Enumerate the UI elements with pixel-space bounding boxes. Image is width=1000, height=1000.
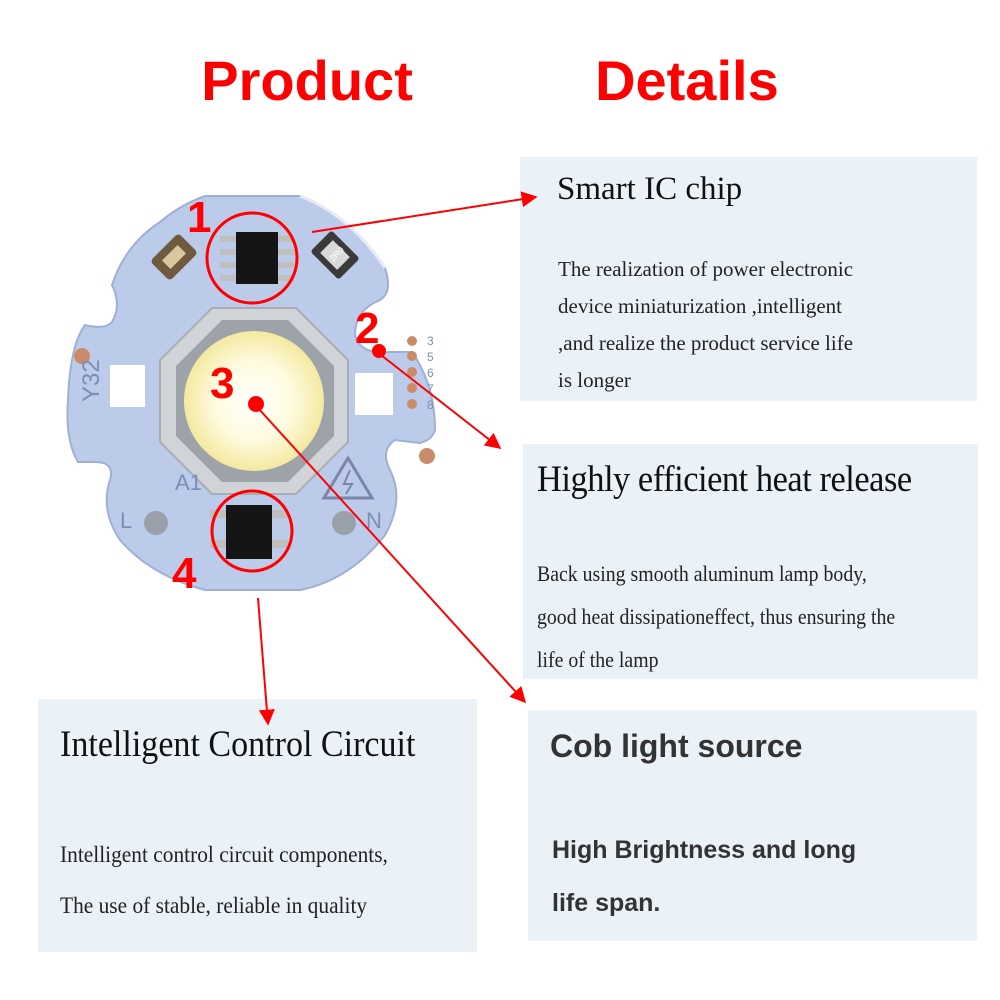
- cob-light-source-heading: Cob light source: [550, 728, 803, 764]
- solder-pads: [74, 336, 435, 535]
- smart-ic-chip: [220, 232, 294, 284]
- cob-light-source-description: High Brightness and long life span.: [552, 836, 857, 917]
- arrow-to-cob-source: [257, 407, 527, 704]
- control-circuit-chip: [210, 505, 288, 559]
- callout-number-4: 4: [172, 549, 197, 598]
- side-mark-5: 8: [427, 398, 434, 412]
- mount-hole-right: [355, 373, 393, 415]
- smd-components: [151, 231, 359, 280]
- side-mark-4: 7: [427, 382, 434, 396]
- callout-number-1: 1: [187, 193, 211, 242]
- control-circuit-panel: Intelligent Control Circuit Intelligent …: [38, 699, 477, 952]
- side-mark-2: 5: [427, 350, 434, 364]
- smart-ic-chip-description: The realization of power electronic devi…: [558, 257, 854, 392]
- arrow-to-ic-chip: [311, 191, 538, 233]
- control-circuit-description: Intelligent control circuit components, …: [60, 842, 388, 918]
- callout-circle-1: [205, 211, 299, 305]
- callout-number-3: 3: [210, 359, 234, 408]
- lightning-icon: [342, 469, 354, 495]
- callout-dot-3: [248, 396, 264, 412]
- page-title: Product Details: [201, 49, 779, 112]
- side-mark-1: 3: [427, 334, 434, 348]
- cob-light-source-panel: Cob light source High Brightness and lon…: [528, 710, 977, 941]
- high-voltage-warning-icon: [321, 455, 375, 500]
- arrow-to-control-circuit: [257, 597, 275, 726]
- board-model-label: Y32: [78, 359, 105, 402]
- callout-circle-4: [210, 489, 294, 573]
- mount-hole-left: [110, 365, 145, 407]
- heat-release-panel: Highly efficient heat release Back using…: [523, 444, 978, 679]
- smart-ic-chip-panel: Smart IC chip The realization of power e…: [520, 157, 977, 401]
- smart-ic-chip-heading: Smart IC chip: [557, 171, 743, 207]
- control-circuit-heading: Intelligent Control Circuit: [60, 724, 416, 765]
- heat-release-heading: Highly efficient heat release: [537, 459, 912, 500]
- board-part-label: A1: [175, 470, 202, 495]
- callout-dot-2: [372, 344, 386, 358]
- side-mark-3: 6: [427, 366, 434, 380]
- pin-n-label: N: [366, 508, 382, 533]
- heat-release-description: Back using smooth aluminum lamp body, go…: [537, 561, 896, 672]
- callout-number-2: 2: [355, 304, 379, 353]
- arrow-to-heat-release: [380, 354, 502, 449]
- pin-l-label: L: [120, 508, 132, 533]
